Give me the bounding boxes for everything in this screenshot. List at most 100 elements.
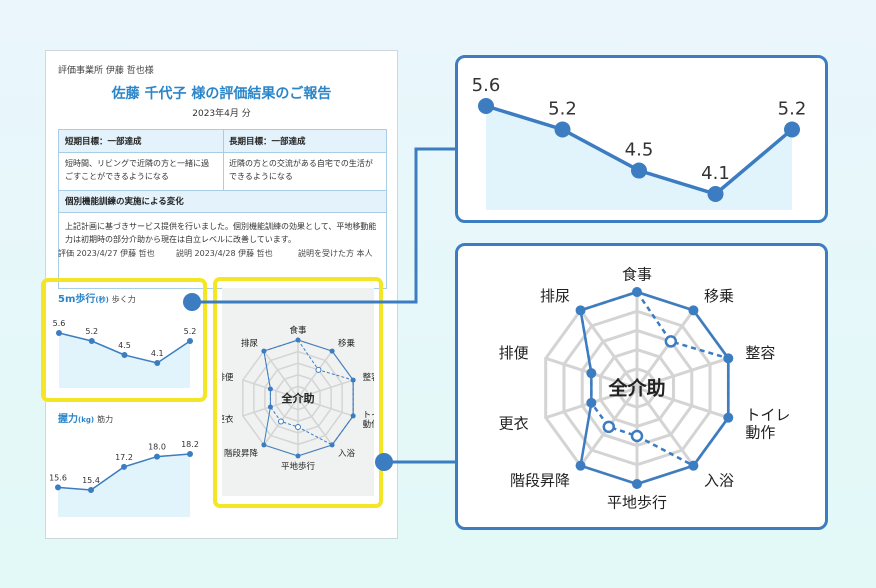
radar-callout: 食事移乗整容トイレ動作入浴平地歩行階段昇降更衣排便排尿全介助	[455, 243, 828, 530]
walk-small-point	[187, 338, 193, 344]
radar-small-point-solid	[329, 348, 335, 354]
grip-small-data-label: 15.4	[82, 476, 100, 485]
walk-big-data-label: 4.1	[701, 163, 730, 184]
grip-small-point	[187, 451, 193, 457]
radar-small-axis-label: 食事	[289, 325, 307, 336]
grip-small-area	[58, 454, 190, 517]
radar-big-axis-label: 整容	[745, 344, 775, 362]
radar-small-point-solid	[295, 337, 301, 343]
radar-big-point-solid	[632, 287, 642, 297]
radar-big-point-solid	[688, 305, 699, 316]
walk-small-point	[88, 338, 95, 344]
radar-big-axis-line	[636, 386, 729, 420]
walk-big-data-label: 5.2	[548, 98, 577, 119]
long-goal-label: 長期目標：一部達成	[223, 130, 386, 152]
grip-panel-title: 握力(kg)筋力	[58, 414, 114, 425]
radar-big-point-solid	[688, 460, 699, 471]
radar-big-point-dashed	[664, 335, 678, 348]
radar-small-axis-line	[297, 397, 354, 417]
walk-small-data-label: 5.2	[184, 327, 197, 336]
walk-highlight	[41, 278, 207, 402]
radar-small-axis-label: トイレ動作	[363, 410, 374, 430]
radar-big-series-dashed	[579, 290, 730, 468]
radar-small-point-solid	[261, 348, 267, 354]
radar-big-point-solid	[723, 412, 734, 423]
walk-big-chart: 5.65.24.54.15.2	[472, 75, 807, 210]
radar-small-point-dashed	[315, 366, 322, 373]
grip-small-point	[55, 484, 61, 491]
grip-small-data-label: 17.2	[115, 453, 133, 462]
walk-panel-title: 5m歩行(秒)歩く力	[58, 294, 136, 305]
radar-big-axis-label: 移乗	[704, 287, 734, 305]
radar-small-axis-label: 更衣	[222, 414, 234, 425]
radar-big-axis-label: 排便	[499, 344, 529, 362]
long-goal-text: 近隣の方との交流がある自宅での生活ができるようになる	[229, 159, 373, 181]
walk-small-data-label: 5.6	[53, 319, 66, 328]
walk-big-data-label: 4.5	[625, 140, 654, 161]
walk-small-chart: 5.65.24.54.15.2	[53, 319, 197, 388]
footer-eval: 評価 2023/4/27 伊藤 哲也	[58, 249, 155, 258]
walk-small-data-label: 4.5	[118, 341, 131, 350]
grip-small-point	[121, 463, 127, 470]
footer-explain: 説明 2023/4/28 伊藤 哲也	[176, 249, 273, 258]
radar-small-axis-label: 移乗	[338, 338, 356, 349]
grip-small-point	[88, 487, 94, 493]
radar-big-point-dashed	[630, 429, 644, 443]
radar-small-axis-label: 排便	[222, 372, 234, 383]
radar-big-point-solid	[723, 353, 734, 364]
radar-big-axis-line	[635, 387, 695, 467]
walk-big-data-label: 5.2	[778, 98, 807, 119]
radar-small-point-dashed	[277, 418, 284, 425]
radar-big-point-dashed	[602, 420, 616, 434]
radar-big-point-solid	[632, 479, 642, 489]
report-month: 2023年4月 分	[192, 109, 251, 119]
walk-small-data-label: 4.1	[151, 349, 164, 358]
short-goal-text: 短時間、リビングで近隣の方と一緒に過ごすことができるようになる	[65, 159, 209, 181]
radar-big-point-solid	[586, 368, 597, 379]
radar-small-point-solid	[267, 386, 273, 392]
radar-big-axis-line	[635, 309, 695, 389]
radar-big-point-solid	[586, 397, 597, 408]
goal-table: 短期目標：一部達成 長期目標：一部達成 短時間、リビングで近隣の方と一緒に過ごす…	[58, 129, 387, 289]
radar-small-center-label: 全介助	[281, 391, 315, 405]
grip-small-data-label: 18.0	[148, 443, 166, 452]
walk-connector-dot	[183, 293, 201, 311]
radar-big-axis-label: 排尿	[540, 287, 570, 305]
grip-small-chart: 15.6 15.4 17.2 18.0 18.2	[50, 440, 199, 517]
radar-small-axis-line	[297, 397, 333, 446]
radar-big-axis-line	[636, 356, 729, 390]
radar-connector-dot	[375, 453, 393, 471]
radar-small-axis-label: 整容	[363, 372, 374, 383]
training-label: 個別機能訓練の実施による変化	[59, 190, 386, 212]
radar-big-axis-label: 食事	[622, 265, 652, 283]
radar-big-axis-line	[579, 309, 639, 389]
radar-small-axis-label: 入浴	[338, 448, 356, 459]
report-header: 評価事業所 伊藤 哲也様	[58, 66, 154, 76]
short-goal-label: 短期目標：一部達成	[59, 130, 223, 152]
walk-big-point	[707, 186, 724, 202]
grip-small-data-label: 15.6	[50, 473, 67, 482]
grip-small-data-label: 18.2	[181, 440, 199, 449]
walk-small-area	[59, 333, 190, 388]
walk-big-point	[631, 162, 647, 179]
training-text: 上記計画に基づきサービス提供を行いました。個別機能訓練の効果として、平地移動能力…	[65, 222, 377, 244]
report-title: 佐藤 千代子 様の評価結果のご報告	[111, 86, 332, 102]
radar-small-axis-label: 排尿	[241, 338, 259, 349]
radar-small-point-solid	[267, 404, 273, 410]
radar-big-center-label: 全介助	[607, 377, 665, 400]
walk-big-point	[554, 121, 571, 138]
walk-big-point	[478, 98, 494, 114]
radar-big-point-solid	[575, 460, 586, 471]
walk-small-point	[154, 360, 161, 366]
radar-big-axis-label: 入浴	[704, 471, 734, 489]
footer-receiver: 説明を受けた方 本人	[298, 249, 373, 258]
radar-small-point-solid	[295, 453, 301, 459]
radar-small-point-solid	[350, 377, 356, 383]
radar-small-point-solid	[350, 413, 356, 419]
radar-highlight	[213, 277, 383, 508]
radar-small-point-solid	[329, 442, 335, 448]
